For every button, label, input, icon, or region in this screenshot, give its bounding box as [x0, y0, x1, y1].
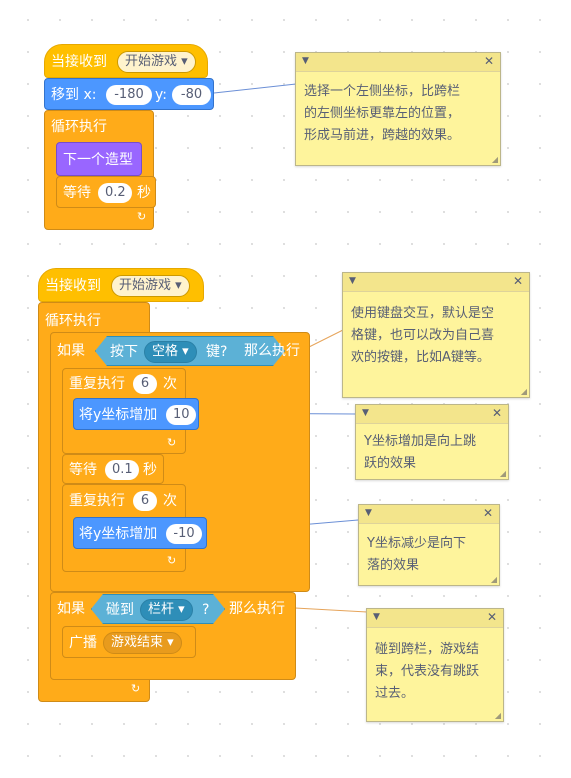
- wait-label: 等待: [63, 185, 91, 201]
- change-y-block-1[interactable]: 将y坐标增加 10: [73, 398, 199, 430]
- next-costume-label: 下一个造型: [63, 152, 133, 168]
- comment-text[interactable]: Y坐标增加是向上跳 跃的效果: [364, 434, 476, 471]
- key-pressed-condition[interactable]: 按下 空格 ▾ 键?: [95, 336, 285, 366]
- if-label: 如果: [57, 343, 85, 359]
- comment-note-5[interactable]: ▼ ✕ 碰到跨栏，游戏结 束，代表没有跳跃 过去。 ◢: [366, 608, 504, 722]
- change-y-label: 将y坐标增加: [79, 407, 158, 423]
- then-label: 那么执行: [244, 343, 300, 359]
- comment-text[interactable]: Y坐标减少是向下 落的效果: [367, 536, 466, 573]
- touching-label: 碰到: [106, 602, 134, 618]
- key-dropdown[interactable]: 空格 ▾: [144, 341, 197, 363]
- comment-note-3[interactable]: ▼ ✕ Y坐标增加是向上跳 跃的效果 ◢: [355, 404, 509, 480]
- chevron-down-icon: ▾: [178, 602, 185, 617]
- repeat-arrow-icon: ↻: [167, 554, 177, 567]
- comment-header[interactable]: ▼ ✕: [367, 609, 503, 628]
- wait-block-1[interactable]: 等待 0.2 秒: [56, 176, 156, 208]
- collapse-icon[interactable]: ▼: [302, 56, 309, 66]
- forever-label: 循环执行: [45, 313, 101, 329]
- comment-text[interactable]: 使用键盘交互，默认是空 格键，也可以改为自己喜 欢的按键，比如A键等。: [351, 306, 495, 365]
- resize-handle-icon[interactable]: ◢: [494, 711, 501, 720]
- comment-header[interactable]: ▼ ✕: [296, 53, 500, 72]
- wait-unit: 秒: [137, 185, 151, 201]
- collapse-icon[interactable]: ▼: [365, 508, 372, 518]
- wait-input[interactable]: 0.2: [98, 183, 132, 203]
- y-input[interactable]: -80: [172, 85, 211, 105]
- if-label: 如果: [57, 601, 85, 617]
- wait-unit: 秒: [143, 462, 157, 478]
- wait-block-2[interactable]: 等待 0.1 秒: [62, 454, 164, 484]
- chevron-down-icon: ▾: [182, 344, 189, 359]
- close-icon[interactable]: ✕: [512, 274, 523, 288]
- wait-input[interactable]: 0.1: [105, 460, 139, 480]
- repeat-arrow-icon: ↻: [137, 210, 147, 223]
- key-pressed-label: 按下: [110, 344, 138, 360]
- change-y-input[interactable]: -10: [166, 524, 202, 544]
- repeat-label: 重复执行: [69, 493, 125, 509]
- broadcast-label: 广播: [69, 635, 97, 651]
- forever-label: 循环执行: [51, 119, 107, 135]
- chevron-down-icon: ▾: [167, 635, 174, 650]
- change-y-block-2[interactable]: 将y坐标增加 -10: [73, 517, 207, 549]
- broadcast-block[interactable]: 广播 游戏结束 ▾: [62, 626, 196, 658]
- comment-note-4[interactable]: ▼ ✕ Y坐标减少是向下 落的效果 ◢: [358, 504, 500, 586]
- comment-header[interactable]: ▼ ✕: [359, 505, 499, 524]
- x-input[interactable]: -180: [106, 85, 152, 105]
- comment-text[interactable]: 碰到跨栏，游戏结 束，代表没有跳跃 过去。: [375, 642, 480, 701]
- hat-label: 当接收到: [45, 278, 101, 294]
- goto-label: 移到 x:: [51, 87, 97, 103]
- wait-label: 等待: [69, 462, 97, 478]
- message-dropdown[interactable]: 开始游戏 ▾: [117, 51, 196, 73]
- collapse-icon[interactable]: ▼: [373, 612, 380, 622]
- close-icon[interactable]: ✕: [486, 610, 497, 624]
- repeat-unit: 次: [163, 376, 177, 392]
- repeat-count-input[interactable]: 6: [133, 374, 157, 394]
- close-icon[interactable]: ✕: [483, 54, 494, 68]
- repeat-arrow-icon: ↻: [167, 436, 177, 449]
- touching-suffix: ?: [202, 602, 210, 618]
- comment-note-1[interactable]: ▼ ✕ 选择一个左侧坐标，比跨栏 的左侧坐标更靠左的位置， 形成马前进，跨越的效…: [295, 52, 501, 166]
- resize-handle-icon[interactable]: ◢: [490, 575, 497, 584]
- close-icon[interactable]: ✕: [491, 406, 502, 420]
- when-receive-hat-1[interactable]: 当接收到 开始游戏 ▾: [44, 44, 208, 78]
- hat-label: 当接收到: [51, 54, 107, 70]
- goto-xy-block[interactable]: 移到 x: -180 y: -80: [44, 78, 214, 110]
- comment-note-2[interactable]: ▼ ✕ 使用键盘交互，默认是空 格键，也可以改为自己喜 欢的按键，比如A键等。 …: [342, 272, 530, 398]
- when-receive-hat-2[interactable]: 当接收到 开始游戏 ▾: [38, 268, 204, 302]
- close-icon[interactable]: ✕: [482, 506, 493, 520]
- collapse-icon[interactable]: ▼: [349, 276, 356, 286]
- y-label: y:: [155, 87, 167, 103]
- touching-condition[interactable]: 碰到 栏杆 ▾ ?: [91, 594, 225, 624]
- change-y-label: 将y坐标增加: [79, 526, 158, 542]
- repeat-count-input[interactable]: 6: [133, 491, 157, 511]
- next-costume-block[interactable]: 下一个造型: [56, 142, 142, 176]
- comment-header[interactable]: ▼ ✕: [343, 273, 529, 292]
- message-dropdown[interactable]: 开始游戏 ▾: [111, 275, 190, 297]
- change-y-input[interactable]: 10: [166, 405, 196, 425]
- comment-header[interactable]: ▼ ✕: [356, 405, 508, 424]
- resize-handle-icon[interactable]: ◢: [520, 387, 527, 396]
- key-suffix: 键?: [206, 344, 228, 360]
- repeat-label: 重复执行: [69, 376, 125, 392]
- repeat-arrow-icon: ↻: [131, 682, 141, 695]
- collapse-icon[interactable]: ▼: [362, 408, 369, 418]
- resize-handle-icon[interactable]: ◢: [491, 155, 498, 164]
- chevron-down-icon: ▾: [181, 54, 188, 69]
- touching-dropdown[interactable]: 栏杆 ▾: [140, 599, 193, 621]
- comment-text[interactable]: 选择一个左侧坐标，比跨栏 的左侧坐标更靠左的位置， 形成马前进，跨越的效果。: [304, 84, 461, 143]
- chevron-down-icon: ▾: [175, 278, 182, 293]
- broadcast-dropdown[interactable]: 游戏结束 ▾: [103, 632, 182, 654]
- resize-handle-icon[interactable]: ◢: [499, 469, 506, 478]
- repeat-unit: 次: [163, 493, 177, 509]
- then-label: 那么执行: [229, 601, 285, 617]
